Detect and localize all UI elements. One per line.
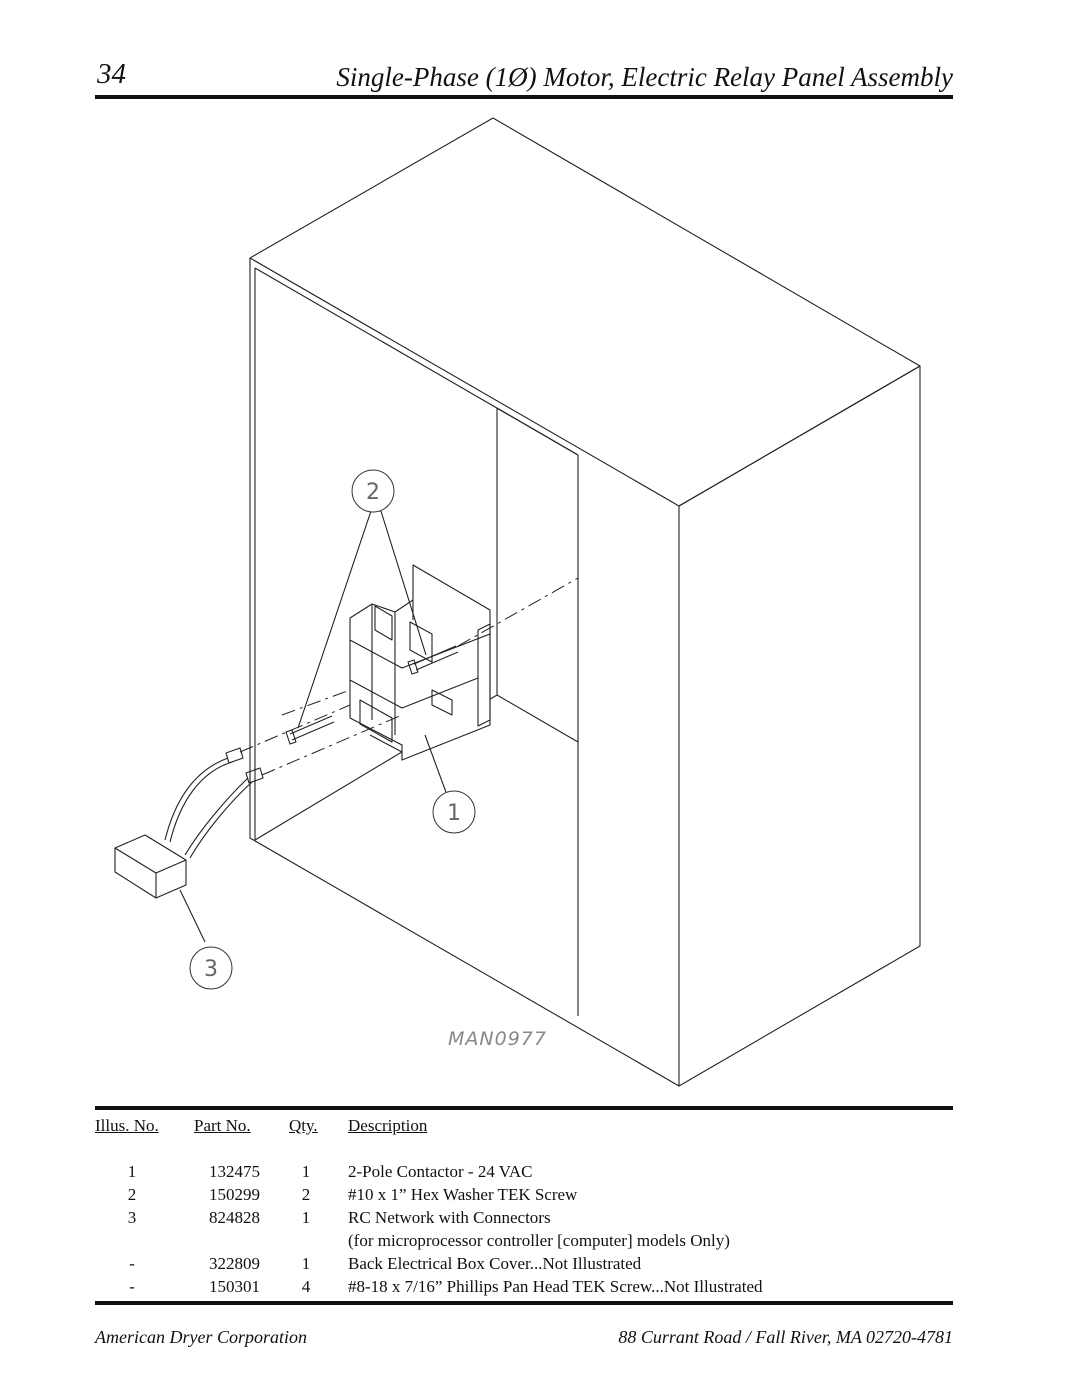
header-qty: Qty.	[289, 1116, 318, 1135]
centerline-lower	[239, 704, 351, 753]
company-name: American Dryer Corporation	[95, 1327, 307, 1347]
part-no: 150301	[209, 1277, 260, 1296]
callout-3-leader	[179, 889, 206, 943]
description: #10 x 1” Hex Washer TEK Screw	[348, 1185, 578, 1204]
part-no: 824828	[209, 1208, 260, 1227]
part-no: 150299	[209, 1185, 260, 1204]
box-inner-floor	[254, 694, 579, 841]
drawing-number: MAN0977	[448, 1028, 547, 1050]
company-address: 88 Currant Road / Fall River, MA 02720-4…	[618, 1327, 953, 1347]
description: Back Electrical Box Cover...Not Illustra…	[348, 1254, 642, 1273]
rc-network-block	[114, 834, 187, 899]
illus-no: 2	[127, 1185, 137, 1204]
callout-2-leader	[297, 507, 427, 729]
description: (for microprocessor controller [computer…	[348, 1231, 730, 1250]
rc-wire-1	[164, 757, 229, 841]
box-right-face	[678, 365, 921, 1087]
qty: 4	[301, 1277, 311, 1296]
table-row: - 150301 4 #8-18 x 7/16” Phillips Pan He…	[95, 1277, 953, 1300]
page-number: 34	[97, 58, 126, 90]
table-bottom-rule	[95, 1301, 953, 1305]
header-rule	[95, 95, 953, 99]
illus-no: 3	[127, 1208, 137, 1227]
centerline-upper	[457, 577, 579, 647]
table-row: (for microprocessor controller [computer…	[95, 1231, 953, 1254]
screw-lower	[289, 715, 335, 741]
table-row: 1 132475 1 2-Pole Contactor - 24 VAC	[95, 1162, 953, 1185]
qty: 1	[301, 1162, 311, 1181]
callout-1-leader	[424, 734, 448, 796]
table-row: 2 150299 2 #10 x 1” Hex Washer TEK Screw	[95, 1185, 953, 1208]
qty: 2	[301, 1185, 311, 1204]
callout-2-label: 2	[366, 480, 380, 505]
qty: 1	[301, 1254, 311, 1273]
qty: 1	[301, 1208, 311, 1227]
table-top-rule	[95, 1106, 953, 1110]
part-no: 322809	[209, 1254, 260, 1273]
page-title: Single-Phase (1Ø) Motor, Electric Relay …	[336, 62, 953, 92]
rc-connector-2	[245, 767, 264, 784]
page-footer: American Dryer Corporation 88 Currant Ro…	[95, 1325, 953, 1355]
table-row: - 322809 1 Back Electrical Box Cover...N…	[95, 1254, 953, 1277]
table-row: 3 824828 1 RC Network with Connectors	[95, 1208, 953, 1231]
description: #8-18 x 7/16” Phillips Pan Head TEK Scre…	[348, 1277, 763, 1296]
page-header: 34 Single-Phase (1Ø) Motor, Electric Rel…	[97, 52, 953, 96]
box-top-face	[249, 117, 921, 507]
callout-3-label: 3	[204, 957, 218, 982]
part-no: 132475	[209, 1162, 260, 1181]
header-part-no: Part No.	[194, 1116, 251, 1135]
header-description: Description	[348, 1116, 428, 1135]
callout-1-label: 1	[447, 801, 461, 826]
header-illus-no: Illus. No.	[95, 1116, 159, 1135]
rc-wire-2	[184, 777, 249, 856]
description: RC Network with Connectors	[348, 1208, 551, 1227]
box-left-edge	[249, 258, 680, 1087]
description: 2-Pole Contactor - 24 VAC	[348, 1162, 533, 1181]
rc-connector-1	[225, 747, 244, 764]
illus-no: -	[129, 1277, 135, 1296]
illus-no: -	[129, 1254, 135, 1273]
screw-upper	[413, 645, 459, 671]
illus-no: 1	[127, 1162, 137, 1181]
assembly-drawing: 2 1 3 MAN0977	[114, 117, 921, 1087]
